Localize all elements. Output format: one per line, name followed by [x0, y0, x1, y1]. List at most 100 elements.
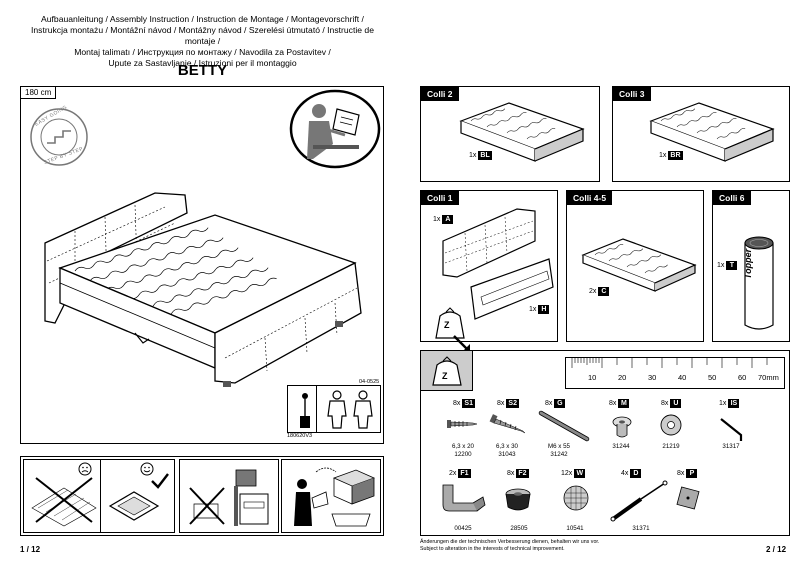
- part-code: 21219: [662, 443, 680, 450]
- hardware-g-caption: M6 x 55 31242: [537, 443, 581, 458]
- qty-value: 12x: [561, 470, 573, 477]
- hardware-s2-qty: 8x S2: [497, 399, 519, 408]
- part-tag: F2: [516, 469, 529, 478]
- hardware-w-qty: 12x W: [561, 469, 586, 478]
- colli-3-qty: 1x BR: [659, 151, 683, 160]
- qty-value: 1x: [717, 262, 725, 269]
- hardware-m-qty: 8x M: [609, 399, 630, 408]
- hardware-f2-qty: 8x F2: [507, 469, 529, 478]
- pad-p-icon: [676, 486, 700, 510]
- hardware-box: Z 10 20 30 40 50 60 70mm 8x S1 6,3 x 20 …: [420, 350, 790, 536]
- colli-6-box: Colli 6 Topper 1x T: [712, 190, 790, 342]
- soft-mat-icon: [108, 491, 160, 521]
- warning-panel-unpack: [179, 459, 279, 533]
- bed-base-right-icon: [649, 102, 775, 162]
- header-languages: Aufbauanleitung / Assembly Instruction /…: [15, 14, 390, 69]
- nut-m-icon: [612, 416, 632, 438]
- part-tag: M: [618, 399, 630, 408]
- qty-value: 4x: [621, 470, 629, 477]
- part-code: 31371: [632, 525, 650, 532]
- part-tag: IS: [728, 399, 740, 408]
- tools-needed-box: [287, 385, 381, 433]
- headboard-icon: [442, 208, 536, 278]
- colli-2-qty: 1x BL: [469, 151, 492, 160]
- foot-f2-icon: [505, 488, 531, 511]
- footboard-icon: [470, 258, 554, 320]
- size-label: 180 cm: [21, 87, 57, 99]
- qty-value: 8x: [661, 400, 669, 407]
- part-tag: D: [630, 469, 642, 478]
- part-code: 28505: [510, 525, 528, 532]
- footer-notice: Änderungen die der technischen Verbesser…: [420, 539, 599, 553]
- bag-letter: Z: [444, 320, 450, 330]
- notice-en: Subject to alteration in the interests o…: [420, 546, 565, 552]
- assembly-warning-strip: [20, 456, 384, 536]
- hard-floor-crossed-icon: [31, 477, 97, 527]
- part-tag: G: [554, 399, 566, 408]
- ruler-tick-label: 60: [738, 373, 747, 382]
- part-tag: P: [686, 469, 698, 478]
- screw-s2-icon: [489, 414, 526, 434]
- part-tag: T: [726, 261, 738, 270]
- part-tag: W: [574, 469, 586, 478]
- part-tag: A: [442, 215, 454, 224]
- colli-1-qty-a: 1x A: [433, 215, 454, 224]
- screw-s1-icon: [447, 420, 478, 428]
- qty-value: 8x: [545, 400, 553, 407]
- glide-w-icon: [563, 485, 589, 511]
- checkmark-icon: [151, 473, 169, 489]
- colli-label: Colli 2: [421, 87, 459, 101]
- qty-value: 2x: [589, 288, 597, 295]
- hardware-s1-caption: 6,3 x 20 12200: [443, 443, 483, 458]
- gas-spring-d-icon: [610, 480, 668, 522]
- part-code: 00425: [454, 525, 472, 532]
- colli-1-box: Colli 1 1x A 1x H: [420, 190, 558, 342]
- ruler-tick-label: 20: [618, 373, 627, 382]
- bed-base-left-icon: [459, 102, 585, 162]
- part-code: 31043: [498, 450, 516, 458]
- colli-label: Colli 4-5: [567, 191, 613, 205]
- part-tag: BR: [668, 151, 683, 160]
- part-code: 31317: [722, 443, 740, 450]
- part-tag: S2: [506, 399, 519, 408]
- sad-face-icon: [78, 462, 92, 476]
- two-persons-icon: [327, 390, 373, 429]
- hardware-u-qty: 8x U: [661, 399, 682, 408]
- hardware-g-qty: 8x G: [545, 399, 566, 408]
- qty-value: 1x: [719, 400, 727, 407]
- part-code: 31244: [612, 443, 630, 450]
- colli-1-qty-h: 1x H: [529, 305, 550, 314]
- product-illustration-panel: 180 cm EASY GOING STEP BY STEP: [20, 86, 384, 444]
- header-line: Montaj talimatı / Инструкция по монтажу …: [74, 47, 331, 57]
- colli-label: Colli 3: [613, 87, 651, 101]
- qty-value: 1x: [469, 152, 477, 159]
- mattress-icon: [581, 238, 697, 292]
- hardware-s1-qty: 8x S1: [453, 399, 475, 408]
- happy-face-icon: [140, 462, 154, 476]
- bolt-g-icon: [538, 410, 590, 442]
- hardware-d-qty: 4x D: [621, 469, 642, 478]
- hardware-w-caption: 10541: [555, 525, 595, 533]
- washer-u-icon: [660, 414, 682, 436]
- bed-illustration: [44, 192, 362, 387]
- hardware-m-caption: 31244: [601, 443, 641, 451]
- qty-value: 1x: [659, 152, 667, 159]
- hardware-f2-caption: 28505: [499, 525, 539, 533]
- header-line: Aufbauanleitung / Assembly Instruction /…: [41, 14, 364, 24]
- ruler-tick-label: 30: [648, 373, 657, 382]
- hardware-f1-qty: 2x F1: [449, 469, 471, 478]
- hardware-p-qty: 8x P: [677, 469, 698, 478]
- ruler-tick-label: 10: [588, 373, 597, 382]
- qty-value: 8x: [497, 400, 505, 407]
- qty-value: 8x: [609, 400, 617, 407]
- notice-de: Änderungen die der technischen Verbesser…: [420, 539, 600, 545]
- measurement-ruler: 10 20 30 40 50 60 70mm: [565, 357, 785, 389]
- topper-product-text: Topper: [743, 248, 753, 279]
- allen-key-icon: [720, 418, 743, 441]
- colli-2-box: Colli 2 1x BL: [420, 86, 600, 182]
- ruler-tick-label: 70mm: [758, 373, 779, 382]
- page-number-right: 2 / 12: [766, 545, 787, 554]
- hardware-bag-header: [421, 351, 473, 391]
- part-size: M6 x 55: [547, 443, 570, 450]
- part-code: 31242: [550, 450, 568, 458]
